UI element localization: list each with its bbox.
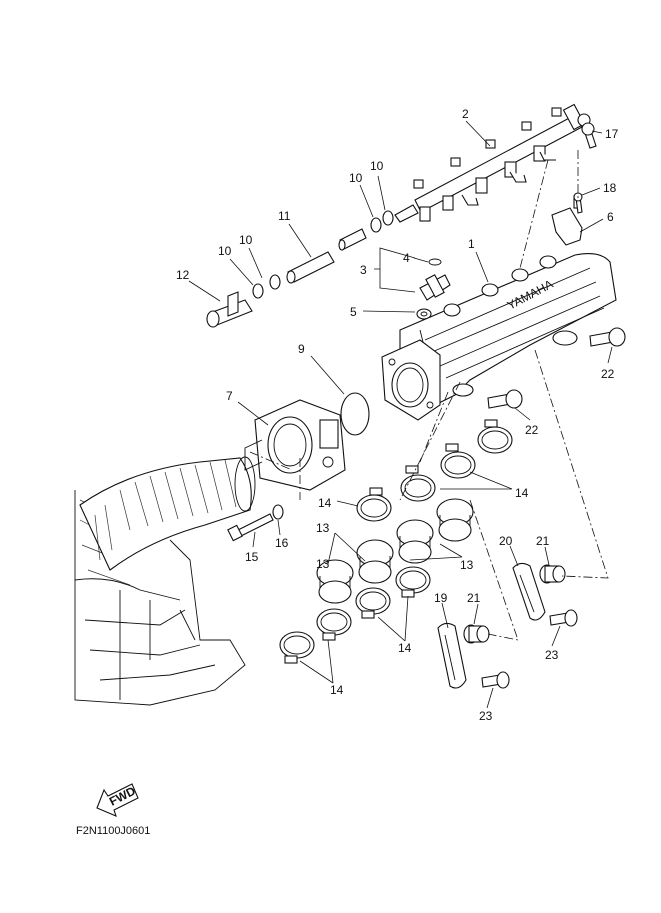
bolt-23-upper-drawing (549, 609, 578, 627)
callout-21-a: 21 (536, 534, 550, 548)
callout-13-b: 13 (316, 557, 330, 571)
callout-21-b: 21 (467, 591, 481, 605)
callout-9: 9 (298, 342, 305, 356)
callout-3: 3 (360, 263, 367, 277)
grommet-21-upper-drawing (539, 564, 566, 584)
fuel-hose-drawing (286, 228, 367, 284)
callout-10-a: 10 (370, 159, 384, 173)
callout-23-b: 23 (479, 709, 493, 723)
hose-fitting-drawing (206, 291, 253, 328)
callout-10-d: 10 (218, 244, 232, 258)
callout-13-a: 13 (316, 521, 330, 535)
callout-13-c: 13 (460, 558, 474, 572)
gasket-20-drawing (512, 562, 546, 621)
callout-22-a: 22 (601, 367, 615, 381)
hose-clamps-14-lower-drawing (279, 566, 431, 664)
washer-16-drawing (272, 504, 284, 520)
callout-6: 6 (607, 210, 614, 224)
intake-hoses-13-drawing (316, 498, 474, 604)
hose-clamps-drawing (252, 204, 419, 299)
leader-lines (188, 120, 613, 709)
hose-clamps-14-upper-drawing (356, 419, 513, 522)
callout-10-b: 10 (349, 171, 363, 185)
fuel-rail-drawing (413, 103, 591, 222)
bolt-15-drawing (227, 513, 274, 542)
callout-16: 16 (275, 536, 289, 550)
callout-1: 1 (468, 237, 475, 251)
callout-10-c: 10 (239, 233, 253, 247)
gasket-19-drawing (437, 622, 467, 689)
bolt-22-upper-drawing (589, 327, 626, 347)
callout-5: 5 (350, 305, 357, 319)
callout-20: 20 (499, 534, 513, 548)
callout-14-b: 14 (515, 486, 529, 500)
callout-4: 4 (403, 251, 410, 265)
fwd-arrow-icon: FWD (96, 783, 139, 817)
callout-15: 15 (245, 550, 259, 564)
callout-22-b: 22 (525, 423, 539, 437)
bolt-17-drawing (581, 122, 597, 149)
callout-17: 17 (605, 127, 619, 141)
assembly-lines (249, 150, 609, 641)
callout-19: 19 (434, 591, 448, 605)
drawing-code: F2N1100J0601 (76, 825, 150, 837)
callout-11: 11 (278, 209, 291, 223)
throttle-body-drawing (244, 399, 346, 491)
callout-14-c: 14 (398, 641, 412, 655)
fuel-injector-drawing (416, 258, 451, 320)
throttle-o-ring-drawing (340, 392, 370, 436)
bolt-22-lower-drawing (487, 389, 523, 409)
callout-2: 2 (462, 107, 469, 121)
callout-14-a: 14 (318, 496, 332, 510)
callout-14-d: 14 (330, 683, 344, 697)
bolt-23-lower-drawing (481, 671, 510, 689)
air-intake-hose-drawing (79, 456, 256, 571)
intake-manifold-drawing (381, 253, 617, 421)
callout-23-a: 23 (545, 648, 559, 662)
callout-18: 18 (603, 181, 617, 195)
callout-labels: 1 2 3 4 5 6 7 9 10 10 10 10 11 12 13 13 … (176, 107, 619, 723)
callout-12: 12 (176, 268, 190, 282)
engine-housing-drawing (74, 490, 246, 706)
grommet-21-lower-drawing (463, 624, 490, 644)
callout-7: 7 (226, 389, 233, 403)
